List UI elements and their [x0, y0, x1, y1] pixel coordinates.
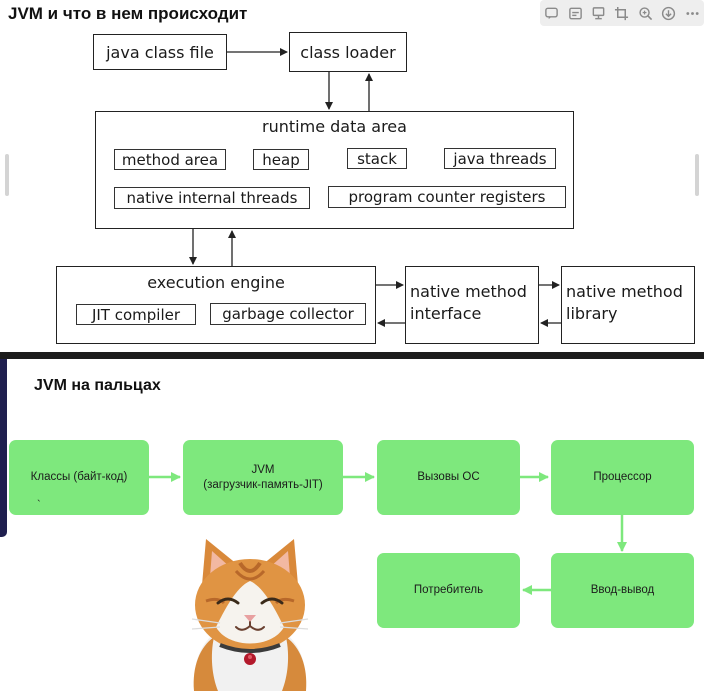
- heap-box: heap: [253, 149, 309, 170]
- page-title: JVM и что в нем происходит: [8, 4, 248, 23]
- native-method-interface-box: native method interface: [405, 266, 539, 344]
- zoom-in-icon[interactable]: [635, 3, 655, 23]
- java-class-file-box: java class file: [93, 34, 227, 70]
- method-area-box: method area: [114, 149, 226, 170]
- execution-engine-label: execution engine: [147, 273, 285, 292]
- classes-box: Классы (байт-код): [9, 440, 149, 515]
- download-icon[interactable]: [659, 3, 679, 23]
- class-loader-box: class loader: [289, 32, 407, 72]
- jvm-box-line1: JVM: [251, 463, 275, 476]
- image-toolbar: [540, 0, 704, 26]
- jit-compiler-box: JIT compiler: [76, 304, 196, 325]
- processor-box: Процессор: [551, 440, 694, 515]
- right-scroll-handle[interactable]: [695, 154, 699, 196]
- slide-edge-strip: [0, 359, 7, 537]
- stack-box: stack: [347, 148, 407, 169]
- runtime-data-area-box: runtime data area: [95, 111, 574, 229]
- native-method-interface-line2: interface: [410, 304, 482, 323]
- section-divider: [0, 352, 704, 359]
- slide-title: JVM на пальцах: [34, 377, 161, 394]
- smiling-cat-image: [191, 539, 309, 691]
- jvm-box: JVM (загрузчик-память-JIT): [183, 440, 343, 515]
- comment-icon[interactable]: [542, 3, 562, 23]
- subtitles-icon[interactable]: [565, 3, 585, 23]
- native-method-interface-line1: native method: [410, 282, 527, 301]
- program-counter-registers-box: program counter registers: [328, 186, 566, 208]
- native-method-library-line1: native method: [566, 282, 683, 301]
- consumer-box: Потребитель: [377, 553, 520, 628]
- jvm-box-line2: (загрузчик-память-JIT): [203, 478, 323, 491]
- screen-icon[interactable]: [589, 3, 609, 23]
- more-icon[interactable]: [682, 3, 702, 23]
- native-method-library-line2: library: [566, 304, 618, 323]
- native-internal-threads-box: native internal threads: [114, 187, 310, 209]
- left-scroll-handle[interactable]: [5, 154, 9, 196]
- io-box: Ввод-вывод: [551, 553, 694, 628]
- stray-mark: `: [37, 499, 41, 511]
- java-threads-box: java threads: [444, 148, 556, 169]
- garbage-collector-box: garbage collector: [210, 303, 366, 325]
- runtime-data-area-label: runtime data area: [262, 117, 407, 136]
- native-method-library-box: native method library: [561, 266, 695, 344]
- crop-icon[interactable]: [612, 3, 632, 23]
- os-calls-box: Вызовы ОС: [377, 440, 520, 515]
- jvm-architecture-panel: JVM и что в нем происходит java class fi…: [5, 0, 704, 344]
- diagram-arrows: [189, 48, 561, 327]
- jvm-simple-panel: JVM на пальцах Классы (байт-код) ` JVM (…: [0, 359, 704, 691]
- flow-arrows: [149, 472, 627, 595]
